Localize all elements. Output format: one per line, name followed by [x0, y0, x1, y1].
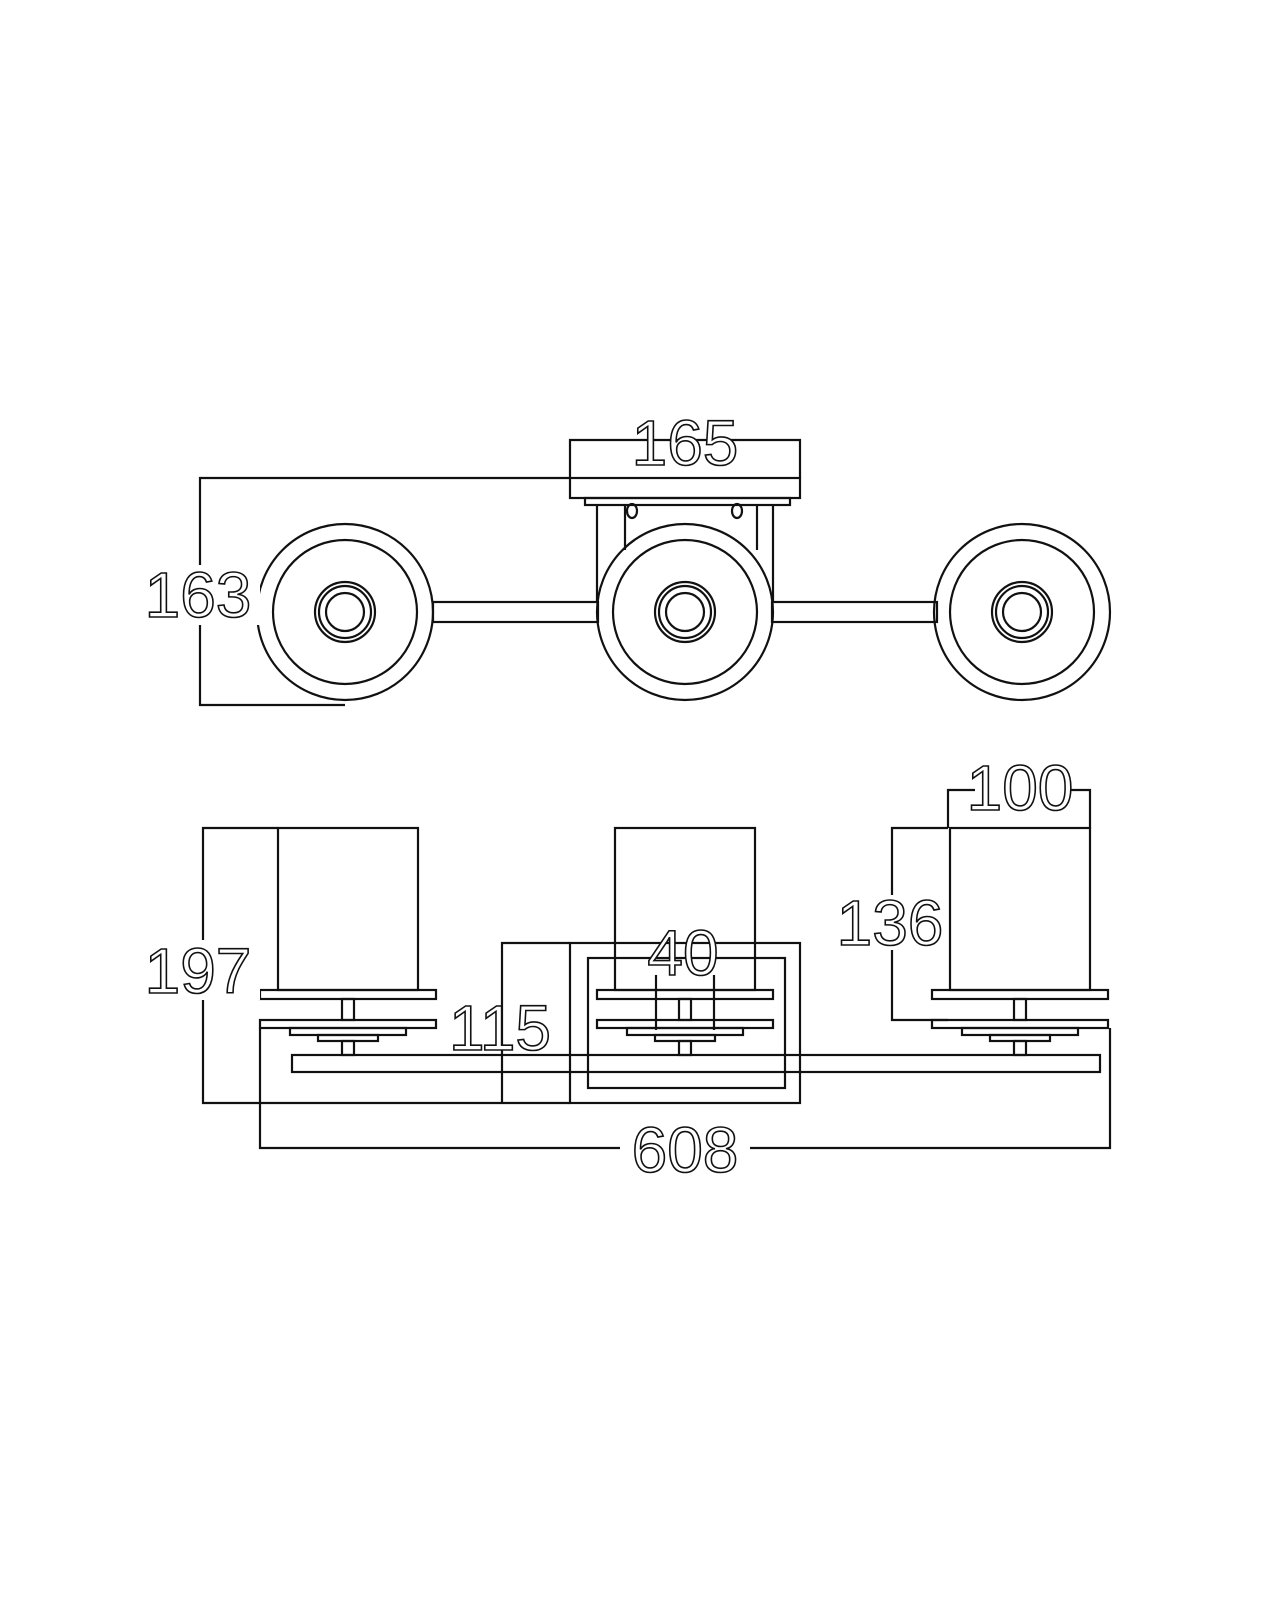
- lamp-shade-top: [595, 522, 775, 702]
- dimension-115: 115: [448, 941, 570, 1103]
- screw-hole-icon: [730, 502, 744, 520]
- dimension-163: 163: [135, 476, 570, 707]
- dimension-40: 40: [647, 916, 719, 1030]
- top-view: 165 163: [135, 406, 1112, 707]
- front-view: 197 115 40 136 100 608: [135, 751, 1112, 1187]
- base-bar: [290, 1053, 1102, 1074]
- lamp-shade: [948, 826, 1092, 992]
- dimension-165: 165: [568, 406, 802, 480]
- lamp-shade: [276, 826, 420, 992]
- dimension-197: 197: [135, 826, 570, 1105]
- dim-label-165: 165: [632, 407, 739, 479]
- lamp-front: [930, 826, 1110, 1057]
- lamp-shade-top: [932, 522, 1112, 702]
- dimension-608: 608: [258, 1028, 1112, 1187]
- connecting-bars: [431, 600, 939, 624]
- backplate: [568, 941, 802, 1105]
- dim-label-115: 115: [449, 992, 551, 1064]
- dim-label-100: 100: [967, 752, 1074, 824]
- dim-label-608: 608: [632, 1114, 739, 1186]
- dim-label-197: 197: [145, 935, 252, 1007]
- mounting-bracket: [568, 476, 802, 602]
- dimension-136: 136: [835, 826, 948, 1022]
- dim-label-136: 136: [837, 887, 944, 959]
- dimension-100: 100: [946, 751, 1092, 828]
- dim-label-40: 40: [647, 917, 718, 989]
- screw-hole-icon: [625, 502, 639, 520]
- dim-label-163: 163: [145, 559, 252, 631]
- lamp-shade-top: [255, 522, 435, 702]
- lamp-front: [258, 826, 438, 1057]
- lamp-front: [595, 826, 775, 1057]
